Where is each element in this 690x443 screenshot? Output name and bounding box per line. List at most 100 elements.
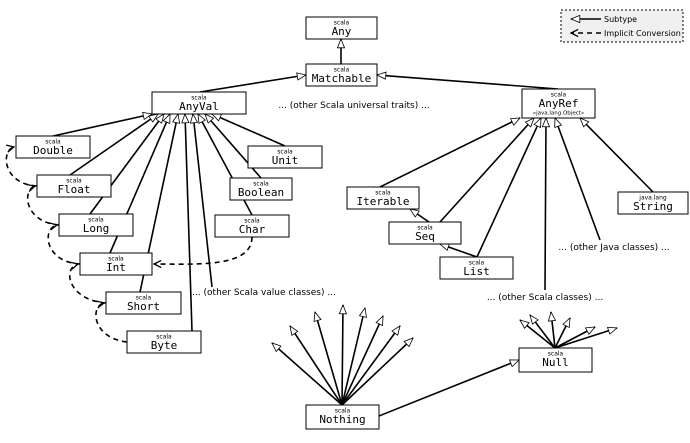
- node-name-label: Any: [332, 25, 352, 38]
- node-name-label: Iterable: [357, 195, 410, 208]
- subtype-arrow-long-to-anyval: [89, 114, 165, 215]
- subtype-arrow-anyval-to-matchable: [199, 75, 306, 93]
- node-box: [126, 330, 202, 354]
- subtype-arrow-value_classes-to-anyval: [193, 114, 213, 288]
- node-box: [151, 91, 247, 115]
- null-subtype-arrow-1: [520, 320, 556, 349]
- nothing-subtype-arrow-3: [315, 312, 343, 406]
- node-name-label: Null: [542, 356, 569, 369]
- subtype-arrow-iterable-to-anyref: [379, 117, 520, 188]
- node-box: [305, 404, 380, 430]
- node-package-label: scala: [277, 149, 293, 156]
- node-package-label: scala: [88, 217, 104, 224]
- nothing-subtype-arrow-1: [272, 343, 343, 406]
- node-subtitle-label: «java.lang.Object»: [533, 111, 585, 117]
- subtype-arrow-seq-to-anyref: [439, 118, 534, 223]
- node-package-label: scala: [334, 67, 350, 74]
- node-package-label: scala: [136, 295, 152, 302]
- node-name-label: Matchable: [312, 72, 372, 85]
- node-package-label: java.lang: [638, 195, 667, 202]
- node-name-label: Long: [83, 222, 110, 235]
- subtype-arrow-unit-to-anyval: [212, 113, 286, 147]
- nothing-subtype-arrow-7: [341, 326, 401, 406]
- node-package-label: scala: [244, 218, 260, 225]
- implicit-conversion-char-to-int: [154, 236, 253, 264]
- node-name-label: Seq: [415, 230, 435, 243]
- node-package-label: scala: [334, 20, 350, 27]
- null-subtype-arrow-3: [551, 312, 555, 349]
- node-box: [36, 174, 112, 198]
- node-package-label: scala: [156, 334, 172, 341]
- subtype-arrow-byte-to-anyval: [185, 114, 193, 332]
- node-package-label: scala: [548, 351, 564, 358]
- null-subtype-arrow-4: [554, 318, 571, 349]
- subtype-arrow-float-to-anyval: [69, 113, 158, 176]
- node-name-label: List: [463, 265, 490, 278]
- implicit-conversion-byte-to-short: [95, 303, 128, 343]
- null-subtype-arrow-5: [554, 326, 595, 349]
- node-box: [229, 177, 293, 201]
- note-other-universal-traits: ... (other Scala universal traits) ...: [278, 101, 429, 111]
- node-name-label: AnyRef: [539, 97, 579, 110]
- node-name-label: Byte: [151, 339, 178, 352]
- node-name-label: Boolean: [238, 186, 284, 199]
- node-box: [58, 213, 134, 237]
- subtype-arrow-string-to-anyref: [580, 118, 654, 193]
- node-name-label: Unit: [272, 154, 299, 167]
- node-name-label: AnyVal: [179, 100, 219, 113]
- node-package-label: scala: [375, 190, 391, 197]
- node-package-label: scala: [108, 256, 124, 263]
- node-box: [346, 186, 420, 210]
- node-box: [439, 256, 514, 280]
- node-box: [521, 88, 596, 119]
- node-package-label: scala: [191, 95, 207, 102]
- subtype-arrow-double-to-anyval: [52, 114, 152, 137]
- node-package-label: scala: [253, 181, 269, 188]
- note-other-scala-classes: ... (other Scala classes) ...: [487, 293, 603, 303]
- implicit-conversion-short-to-int: [69, 264, 107, 304]
- legend-implicit-label: Implicit Conversion: [604, 29, 681, 38]
- legend-subtype-label: Subtype: [604, 15, 637, 24]
- notes: ... (other Scala universal traits) ... .…: [192, 101, 670, 303]
- subtype-arrow-list-to-seq: [440, 244, 478, 258]
- nothing-subtype-arrow-5: [341, 308, 365, 406]
- node-box: [518, 347, 593, 373]
- node-box: [79, 252, 153, 276]
- node-package-label: scala: [335, 408, 351, 415]
- node-box: [247, 145, 323, 169]
- legend: Subtype Implicit Conversion: [560, 9, 684, 43]
- node-name-label: Int: [106, 261, 126, 274]
- node-box: [617, 191, 689, 215]
- node-box: [305, 63, 378, 87]
- null-subtype-arrow-6: [554, 328, 617, 349]
- subtype-arrow-list-to-anyref: [476, 118, 542, 258]
- note-other-value-classes: ... (other Scala value classes) ...: [192, 288, 336, 298]
- subtype-arrow-java_classes-to-anyref: [555, 118, 601, 241]
- nodes-layer: scalaAnyscalaMatchablescalaAnyValscalaAn…: [15, 16, 689, 430]
- node-package-label: scala: [417, 225, 433, 232]
- node-box: [214, 214, 290, 238]
- node-package-label: scala: [551, 92, 567, 99]
- node-box: [305, 16, 378, 40]
- node-name-label: Nothing: [319, 413, 365, 426]
- implicit-conversion-long-to-float: [26, 186, 60, 226]
- subtype-arrow-scala_classes-to-anyref: [545, 118, 546, 291]
